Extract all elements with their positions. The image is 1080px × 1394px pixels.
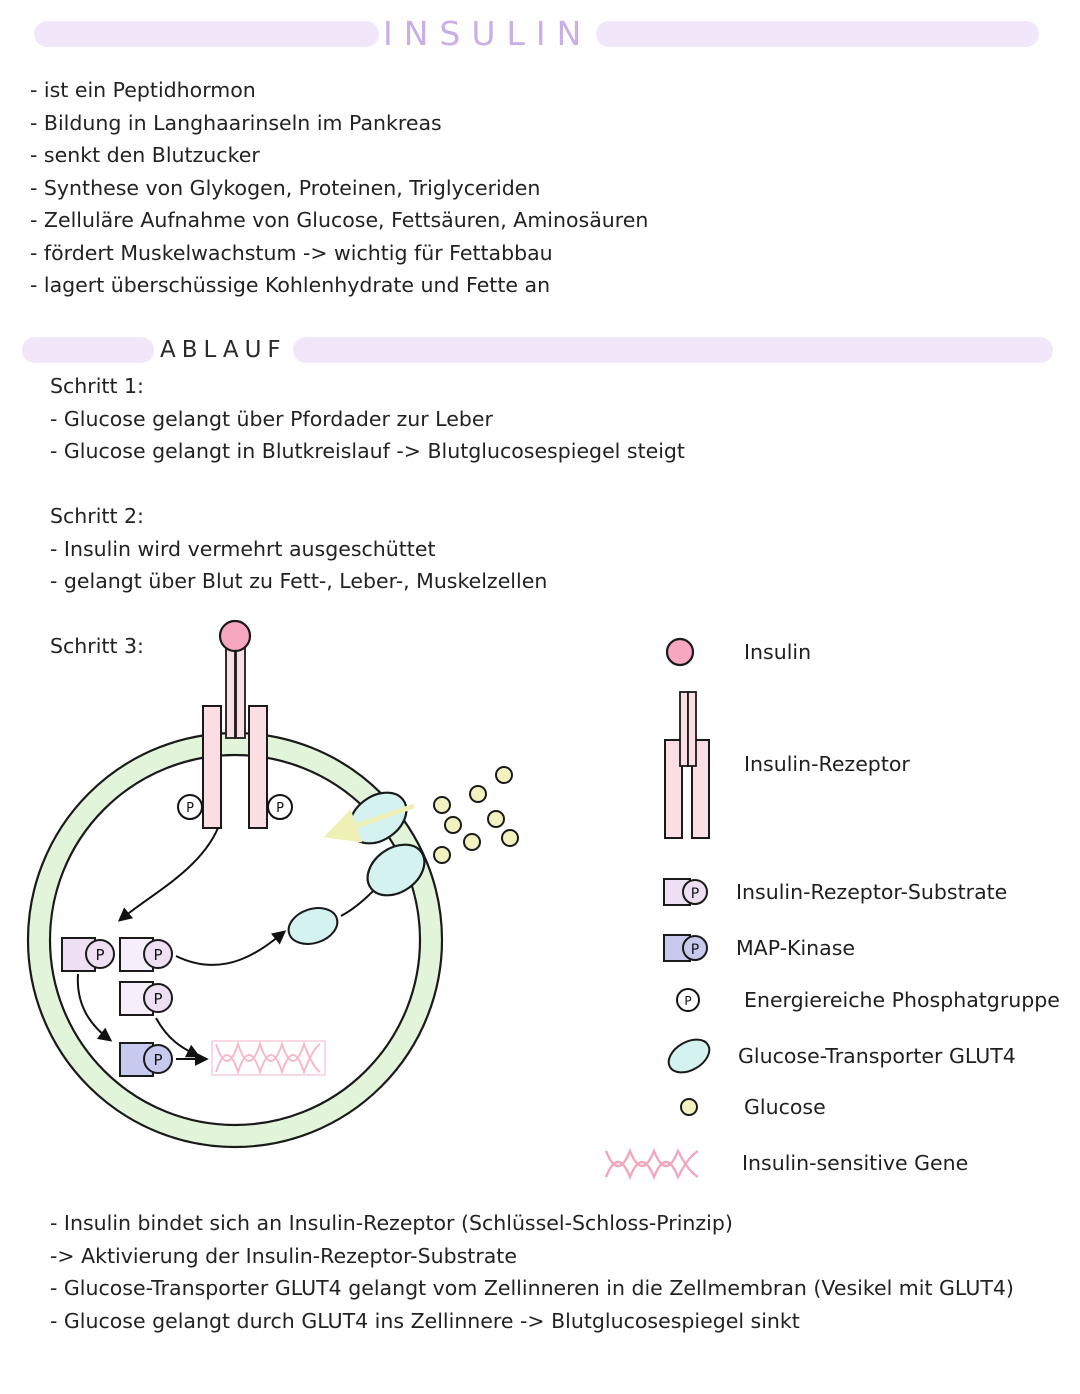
- cell-diagram: P P P P P P: [26, 619, 519, 1149]
- legend-item-glut4: Glucose-Transporter GLUT4: [662, 1036, 1016, 1076]
- legend-item-gene: Insulin-sensitive Gene: [598, 1143, 968, 1183]
- fact-item: - Bildung in Langhaarinseln im Pankreas: [30, 110, 442, 135]
- svg-text:P: P: [691, 942, 699, 958]
- legend-label: Glucose-Transporter GLUT4: [738, 1044, 1016, 1068]
- fact-item: - Synthese von Glykogen, Proteinen, Trig…: [30, 175, 541, 200]
- ablauf-steps: Schritt 1: - Glucose gelangt über Pforda…: [50, 370, 685, 598]
- legend-label: MAP-Kinase: [736, 936, 856, 960]
- legend-label: Insulin-Rezeptor: [744, 752, 910, 776]
- insulin-circle-icon: [665, 637, 695, 667]
- insulin-sensitive-gene-box: [211, 1040, 326, 1076]
- page-title: INSULIN: [383, 14, 593, 53]
- facts-list: - ist ein Peptidhormon - Bildung in Lang…: [30, 74, 648, 302]
- legend-label: Energiereiche Phosphatgruppe: [744, 988, 1060, 1012]
- legend-item-map-kinase: P MAP-Kinase: [662, 931, 855, 965]
- ablauf-bar-right: [292, 337, 1053, 363]
- svg-text:P: P: [153, 990, 162, 1008]
- fact-item: - Zelluläre Aufnahme von Glucose, Fettsä…: [30, 208, 649, 232]
- fact-item: - lagert überschüssige Kohlenhydrate und…: [30, 273, 551, 297]
- receptor-right-leg: [248, 705, 268, 829]
- legend-label: Insulin-sensitive Gene: [742, 1151, 969, 1175]
- glucose-dots-group: [433, 766, 519, 864]
- step-line: - Glucose gelangt über Pfordader zur Leb…: [50, 406, 493, 431]
- glucose-dot: [444, 816, 462, 834]
- glucose-dot: [495, 766, 513, 784]
- svg-text:P: P: [95, 946, 104, 964]
- phosphate-circle-icon: P: [676, 988, 700, 1012]
- page-title-header: INSULIN: [34, 14, 1066, 53]
- glut4-ellipse-icon: [667, 1038, 711, 1074]
- step-line: - Glucose gelangt in Blutkreislauf -> Bl…: [50, 439, 685, 463]
- insulin-receptor-icon: [664, 691, 710, 839]
- svg-text:P: P: [153, 946, 162, 964]
- ablauf-heading: ABLAUF: [160, 337, 287, 363]
- cell-membrane-band: [28, 733, 442, 1147]
- legend-item-insulin-receptor: Insulin-Rezeptor: [662, 684, 910, 844]
- legend: Insulin Insulin-Rezeptor P Insulin-Rezep…: [604, 620, 1080, 1200]
- irs-square-p-icon: P: [663, 878, 708, 906]
- svg-text:P: P: [684, 994, 691, 1008]
- fact-item: - ist ein Peptidhormon: [30, 78, 256, 102]
- legend-item-irs: P Insulin-Rezeptor-Substrate: [662, 875, 1007, 909]
- conclusion-line: - Glucose gelangt durch GLUT4 ins Zellin…: [50, 1308, 800, 1333]
- legend-label: Insulin: [744, 640, 812, 664]
- step-line: Schritt 2:: [50, 504, 144, 528]
- svg-text:P: P: [186, 801, 194, 816]
- legend-item-insulin: Insulin: [662, 637, 811, 667]
- glucose-dot: [501, 829, 519, 847]
- irs-substrate-3: P: [119, 981, 173, 1016]
- glucose-dot: [487, 810, 505, 828]
- svg-text:P: P: [691, 886, 699, 902]
- step-line: - gelangt über Blut zu Fett-, Leber-, Mu…: [50, 569, 548, 593]
- conclusion-line: - Glucose-Transporter GLUT4 gelangt vom …: [50, 1276, 1014, 1300]
- legend-item-glucose: Glucose: [662, 1095, 826, 1119]
- step3-label: Schritt 3:: [50, 634, 144, 658]
- step-line: Schritt 1:: [50, 374, 144, 398]
- fact-item: - fördert Muskelwachstum -> wichtig für …: [30, 240, 553, 265]
- glucose-dot: [433, 796, 451, 814]
- arrow-substrate-to-mapkinase: [76, 973, 113, 1042]
- arrow-substrate-to-vesicle: [175, 930, 287, 966]
- map-kinase-square-p-icon: P: [663, 934, 708, 962]
- insulin-molecule-icon: [218, 619, 252, 653]
- arrow-substrate-to-gene: [155, 1017, 201, 1058]
- fact-item: - senkt den Blutzucker: [30, 143, 260, 167]
- receptor-phosphate-left: P: [177, 794, 203, 820]
- conclusion-list: - Insulin bindet sich an Insulin-Rezepto…: [50, 1207, 1014, 1337]
- legend-label: Insulin-Rezeptor-Substrate: [736, 880, 1008, 904]
- receptor-phosphate-right: P: [267, 794, 293, 820]
- svg-text:P: P: [276, 801, 284, 816]
- svg-text:P: P: [153, 1051, 162, 1069]
- glucose-dot: [433, 846, 451, 864]
- receptor-inner-left-bar: [225, 639, 236, 739]
- glucose-dot-icon: [680, 1098, 698, 1116]
- irs-substrate-2: P: [119, 937, 173, 972]
- step-line: - Insulin wird vermehrt ausgeschüttet: [50, 536, 436, 561]
- conclusion-line: - Insulin bindet sich an Insulin-Rezepto…: [50, 1211, 733, 1235]
- receptor-left-leg: [202, 705, 222, 829]
- glut4-transporter-docking: [366, 843, 426, 897]
- cell-membrane-inner-line: [48, 753, 422, 1127]
- dna-helix-icon: [604, 1147, 699, 1181]
- irs-substrate-1: P: [61, 937, 115, 972]
- glucose-dot: [463, 833, 481, 851]
- ablauf-header: ABLAUF: [22, 337, 1066, 363]
- title-bar-left: [34, 20, 379, 47]
- legend-label: Glucose: [744, 1095, 826, 1119]
- receptor-inner-right-bar: [235, 639, 246, 739]
- glucose-dot: [469, 785, 487, 803]
- ablauf-bar-left: [22, 337, 154, 363]
- title-bar-right: [596, 20, 1040, 47]
- map-kinase-molecule: P: [119, 1042, 173, 1077]
- legend-item-phosphate: P Energiereiche Phosphatgruppe: [662, 985, 1060, 1015]
- step-spacer: [50, 468, 685, 501]
- conclusion-line: -> Aktivierung der Insulin-Rezeptor-Subs…: [50, 1243, 517, 1268]
- arrow-receptor-to-substrate: [117, 827, 219, 922]
- glut4-vesicle-free: [287, 907, 339, 945]
- glucose-influx-arrow: [323, 803, 415, 843]
